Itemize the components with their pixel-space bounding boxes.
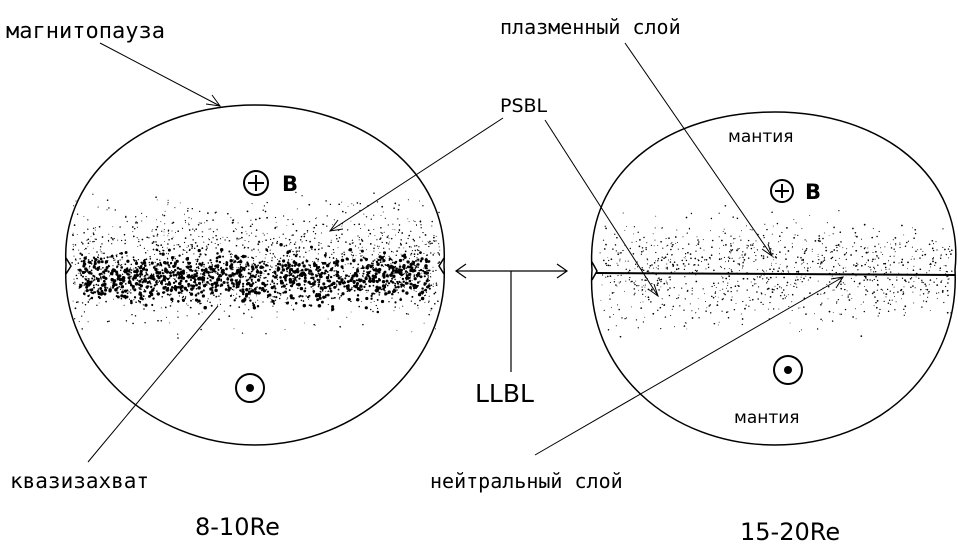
neutral-sheet-line bbox=[596, 273, 955, 275]
llbl-label: LLBL bbox=[475, 379, 534, 408]
circle-dot-icon bbox=[236, 374, 264, 402]
psbl-label: PSBL bbox=[500, 95, 548, 117]
circle-plus-icon bbox=[771, 180, 793, 202]
mantle-bottom-label: мантия bbox=[734, 408, 800, 428]
pointer-lines bbox=[88, 43, 843, 462]
neutral-sheet-label: нейтральный слой bbox=[430, 469, 623, 493]
magnetopause-label: магнитопауза bbox=[6, 19, 165, 44]
plasma-sheet-label: плазменный слой bbox=[500, 15, 681, 39]
plasma-sheet-speckle-right bbox=[600, 205, 953, 338]
quasi-trapping-label: квазизахват bbox=[10, 469, 149, 493]
circle-dot-icon bbox=[774, 356, 802, 384]
quasi-trapping-dense-speckle bbox=[78, 243, 430, 313]
b-field-right-label: B bbox=[805, 180, 821, 204]
b-field-left-label: B bbox=[282, 172, 298, 196]
right-cusp-notch bbox=[592, 262, 597, 280]
distance-right-label: 15-20Re bbox=[740, 518, 840, 545]
left-cusp-notch-right bbox=[439, 258, 444, 274]
distance-left-label: 8-10Re bbox=[195, 513, 280, 541]
mantle-top-label: мантия bbox=[728, 127, 794, 147]
left-cusp-notch-left bbox=[66, 258, 71, 274]
circle-plus-icon bbox=[244, 171, 268, 195]
llbl-double-arrow bbox=[456, 264, 567, 372]
